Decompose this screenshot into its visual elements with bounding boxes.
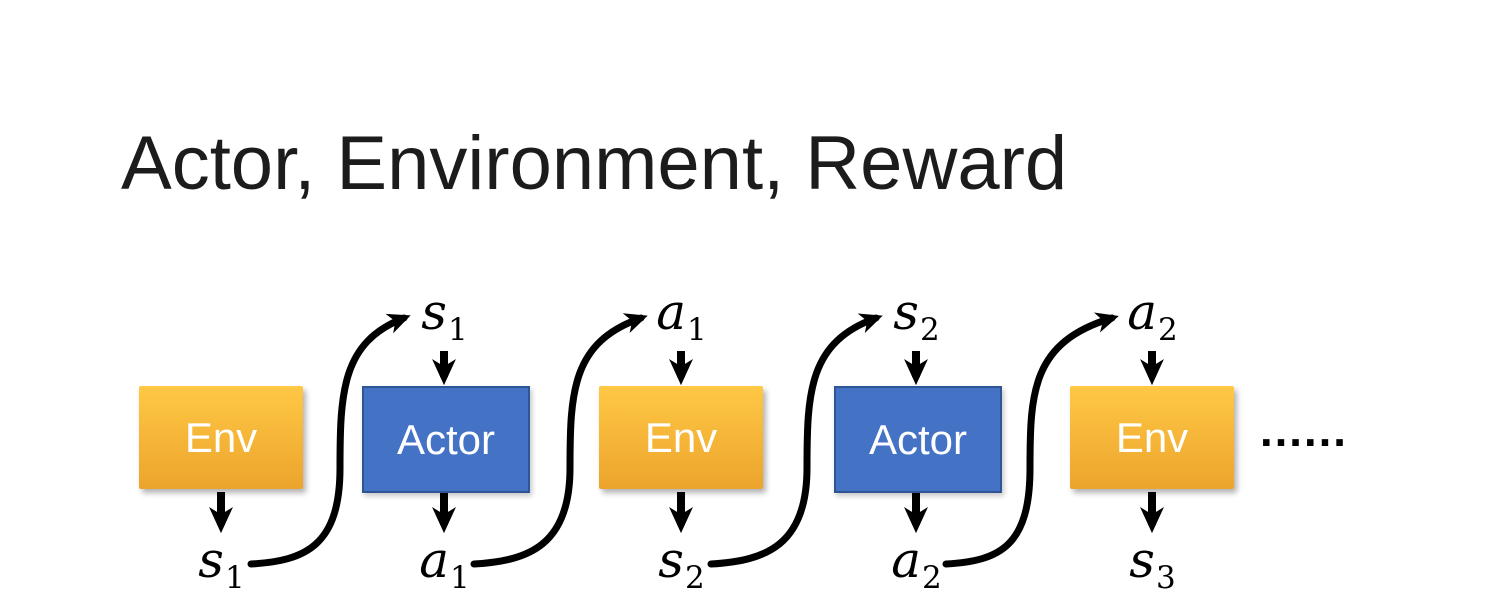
curve-arrow-s2-to-actor2 xyxy=(707,313,883,568)
label-bottom-a1: a1 xyxy=(384,532,504,600)
label-bottom-a2-var: a xyxy=(891,531,922,589)
actor-box-1-label: Actor xyxy=(396,415,496,463)
curve-arrow-a2-to-env3 xyxy=(942,312,1119,568)
label-bottom-a2-sub: 2 xyxy=(922,560,942,596)
env-box-3: Env xyxy=(1070,386,1234,489)
label-bottom-s1-sub: 1 xyxy=(224,560,245,596)
actor-box-2-label: Actor xyxy=(868,415,968,463)
label-top-s2: s2 xyxy=(856,284,976,352)
actor-box-2: Actor xyxy=(834,386,1002,493)
label-top-a2: a2 xyxy=(1092,284,1212,352)
label-top-a1: a1 xyxy=(621,284,741,352)
label-top-s2-var: s xyxy=(893,283,919,341)
label-top-a2-sub: 2 xyxy=(1158,312,1178,348)
label-bottom-s1: s1 xyxy=(161,532,281,600)
label-bottom-s3: s3 xyxy=(1092,532,1212,600)
env-box-2-label: Env xyxy=(644,413,718,461)
curve-arrow-a1-to-env2 xyxy=(470,313,648,568)
label-bottom-s1-var: s xyxy=(198,531,224,589)
label-top-s2-sub: 2 xyxy=(919,312,940,348)
label-top-s1-sub: 1 xyxy=(447,312,468,348)
curve-arrow-s1-to-actor1 xyxy=(247,313,411,568)
label-bottom-a1-sub: 1 xyxy=(450,560,470,596)
env-box-1: Env xyxy=(139,386,303,489)
label-bottom-a1-var: a xyxy=(419,531,450,589)
env-box-3-label: Env xyxy=(1115,413,1189,461)
label-bottom-s2: s2 xyxy=(621,532,741,600)
slide-title: Actor, Environment, Reward xyxy=(121,121,1068,206)
label-bottom-s3-var: s xyxy=(1129,531,1155,589)
label-top-a2-var: a xyxy=(1127,283,1158,341)
actor-box-1: Actor xyxy=(362,386,530,493)
env-box-2: Env xyxy=(599,386,763,489)
env-box-1-label: Env xyxy=(184,413,258,461)
label-top-a1-var: a xyxy=(656,283,687,341)
label-bottom-s2-sub: 2 xyxy=(684,560,705,596)
label-bottom-a2: a2 xyxy=(856,532,976,600)
label-top-s1-var: s xyxy=(421,283,447,341)
label-top-a1-sub: 1 xyxy=(687,312,707,348)
label-top-s1: s1 xyxy=(384,284,504,352)
label-bottom-s2-var: s xyxy=(658,531,684,589)
continuation-ellipsis: …… xyxy=(1258,404,1348,456)
label-bottom-s3-sub: 3 xyxy=(1155,560,1176,596)
